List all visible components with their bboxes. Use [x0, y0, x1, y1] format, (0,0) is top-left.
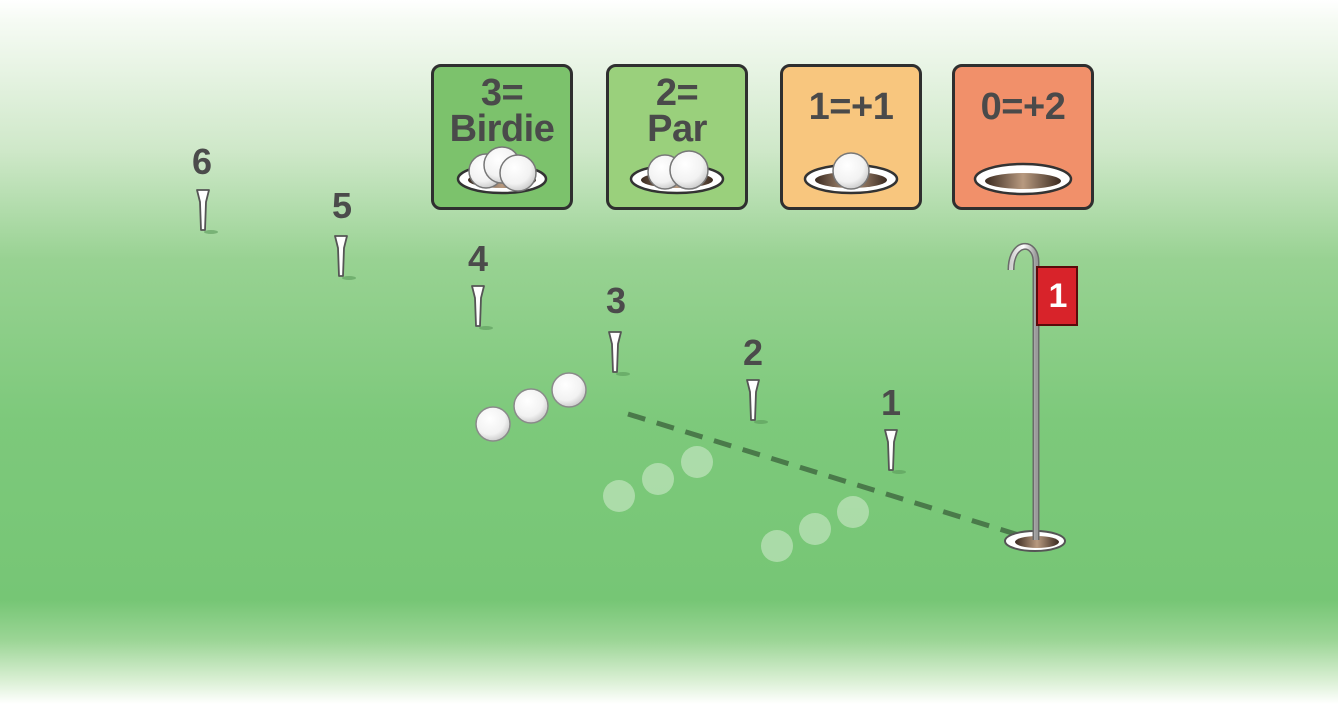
faded-ball [642, 463, 674, 495]
faded-ball-trail-upper [603, 446, 713, 512]
golf-tee-icon [472, 286, 493, 330]
faded-ball [837, 496, 869, 528]
faded-ball [799, 513, 831, 545]
tee-number-5: 5 [322, 185, 362, 227]
cup-two-balls-icon [609, 67, 745, 207]
legend-birdie: 3= Birdie [431, 64, 573, 210]
cup-three-balls-icon [434, 67, 570, 207]
tee-number-1: 1 [871, 382, 911, 424]
flag-number: 1 [1038, 267, 1078, 325]
golf-ball [476, 407, 510, 441]
ball-group [476, 373, 586, 441]
tee-number-6: 6 [182, 141, 222, 183]
tee-number-3: 3 [596, 280, 636, 322]
tee-number-4: 4 [458, 238, 498, 280]
cup-one-ball-icon [783, 67, 919, 207]
tee-number-2: 2 [733, 332, 773, 374]
golf-tee-icon [197, 190, 218, 234]
legend-par: 2= Par [606, 64, 748, 210]
faded-ball [603, 480, 635, 512]
golf-tee-icon [335, 236, 356, 280]
cup-empty-icon [955, 67, 1091, 207]
golf-ball [514, 389, 548, 423]
legend-double-bogey: 0=+2 [952, 64, 1094, 210]
faded-ball [761, 530, 793, 562]
faded-ball-trail-lower [761, 496, 869, 562]
golf-tee-icon [609, 332, 630, 376]
golf-tee-icon [747, 380, 768, 424]
golf-ball [552, 373, 586, 407]
legend-bogey: 1=+1 [780, 64, 922, 210]
tee-markers [197, 190, 906, 474]
faded-ball [681, 446, 713, 478]
golf-tee-icon [885, 430, 906, 474]
